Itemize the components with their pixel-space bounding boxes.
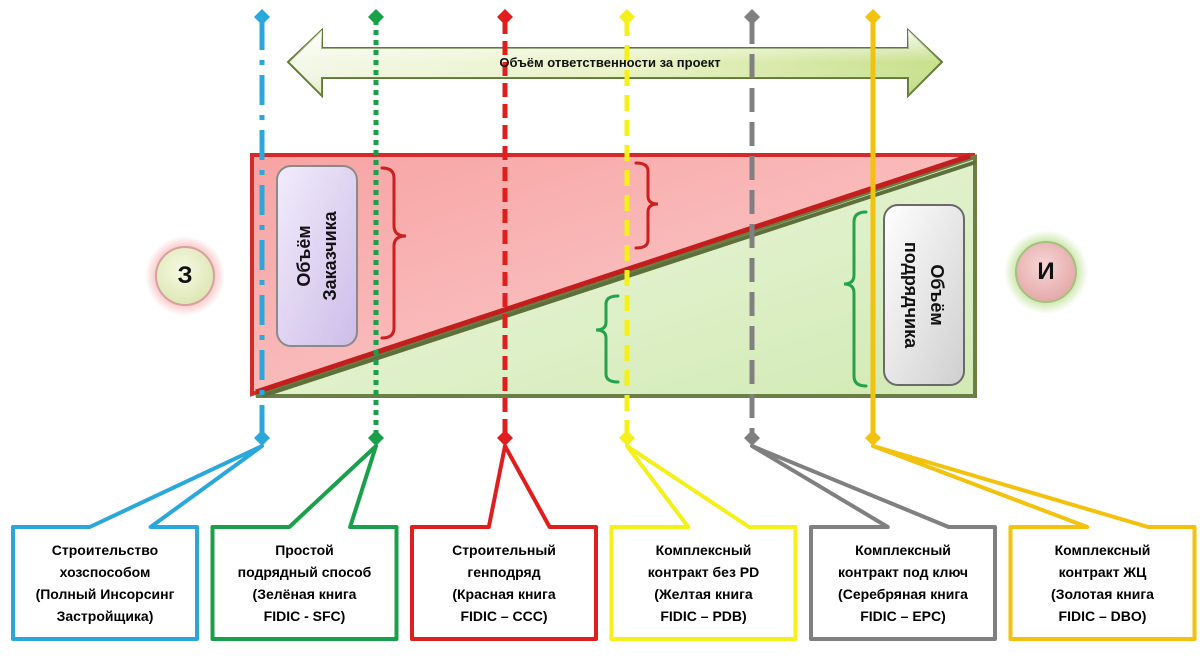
brace-contractor-2 [843,210,868,388]
contractor-circle-letter: И [1037,258,1055,285]
responsibility-split [250,153,977,398]
callout-text-1: Строительство хозспособом (Полный Инсорсин… [15,539,195,627]
contractor-volume-box [883,204,965,386]
callout-line: Комплексный [855,542,951,558]
callout-box-5 [750,444,997,641]
method-marker-4-bottom [619,430,635,446]
callout-line: FIDIC – DBO) [1058,608,1147,624]
contractor-volume-line-1: Объём [927,264,947,326]
customer-volume-label: Объём Заказчика [291,166,343,346]
braces [380,161,868,388]
method-marker-2-top [368,9,384,25]
method-marker-1-bottom [254,430,270,446]
contractor-volume-line-2: подрядчика [901,241,921,349]
contractor-circle [1004,230,1088,314]
method-marker-6-bottom [865,430,881,446]
method-marker-3-top [497,9,513,25]
callout-line: FIDIC – EPC) [860,608,946,624]
callout-box-2 [210,444,399,641]
responsibility-arrow [286,27,944,99]
callout-line: FIDIC – CCC) [460,608,548,624]
callout-line: Строительный [452,542,556,558]
callout-line: Простой [275,542,334,558]
callout-line: FIDIC – PDB) [660,608,747,624]
method-marker-6-top [865,9,881,25]
callout-line: (Золотая книга [1051,586,1154,602]
callout-line: подрядный способ [237,564,372,580]
customer-volume-line-2: Заказчика [320,211,340,301]
callout-line: (Зелёная книга [252,586,357,602]
customer-circle-letter: З [177,262,193,289]
callout-box-3 [410,444,598,641]
callout-line: контракт без PD [647,564,760,580]
customer-volume-box [276,165,358,347]
method-marker-2-bottom [368,430,384,446]
callout-box-4 [609,444,798,641]
callout-line: контракт ЖЦ [1058,564,1147,580]
method-marker-1-top [254,9,270,25]
callout-line: Комплексный [1054,542,1151,558]
callout-line: Строительство [51,542,159,558]
callout-line: Застройщика) [56,608,154,624]
method-marker-5-bottom [744,430,760,446]
callout-line: хозспособом [59,564,151,580]
contractor-area [255,154,977,398]
customer-volume-line-1: Объём [294,225,314,287]
method-lines [254,9,881,446]
method-marker-3-bottom [497,430,513,446]
callout-line: генподряд [467,564,541,580]
callout-line: (Полный Инсорсинг [35,586,175,602]
brace-contractor-1 [595,294,620,384]
callout-line: контракт под ключ [838,564,968,580]
method-callouts [11,444,1197,641]
method-marker-5-top [744,9,760,25]
customer-circle [145,236,225,316]
callout-line: FIDIC - SFC) [263,608,346,624]
callout-box-1 [11,444,264,641]
callout-line: (Желтая книга [654,586,753,602]
brace-customer-1 [380,166,407,340]
callout-line: (Серебряная книга [838,586,968,602]
callout-box-6 [871,444,1197,641]
callout-text-5: Комплексный контракт под ключ (Серебряная … [813,539,993,627]
brace-customer-2 [634,161,659,250]
method-marker-4-top [619,9,635,25]
callout-line: Комплексный [655,542,752,558]
contractor-volume-label: Объём подрядчика [898,205,950,385]
responsibility-arrow-label: Объём ответственности за проект [499,55,721,70]
callout-line: (Красная книга [452,586,556,602]
